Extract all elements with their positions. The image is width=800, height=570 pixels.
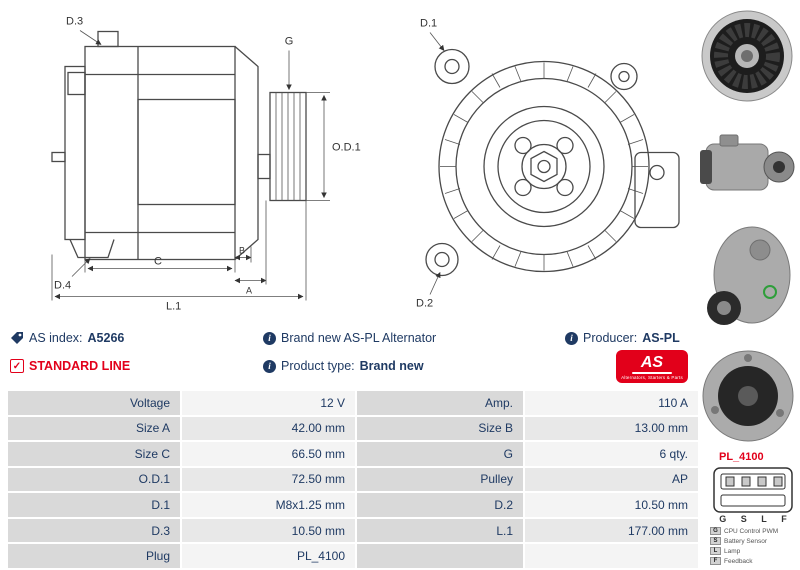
- product-description: i Brand new AS-PL Alternator: [263, 331, 436, 345]
- spec-value: 72.50 mm: [182, 467, 355, 492]
- product-description-text: Brand new AS-PL Alternator: [281, 331, 437, 345]
- legend-row: S Battery Sensor: [710, 537, 798, 545]
- spec-value: 10.50 mm: [182, 518, 355, 543]
- info-icon: i: [565, 331, 578, 345]
- legend-pin: F: [710, 557, 721, 565]
- dim-label-g: G: [285, 36, 294, 48]
- dim-label-d2: D.2: [416, 298, 433, 310]
- spec-label: L.1: [357, 518, 523, 543]
- spec-label: [357, 544, 523, 568]
- spec-value: PL_4100: [182, 544, 355, 568]
- tag-icon: [11, 332, 23, 344]
- product-type-label: Product type:: [281, 359, 355, 373]
- side-view-drawing: D.3 D.4 G O.D.1 C B A L.1: [51, 16, 361, 313]
- dim-label-d3: D.3: [66, 16, 83, 28]
- product-photo-front: [700, 8, 795, 105]
- info-icon: i: [263, 331, 276, 345]
- info-icon: i: [263, 359, 276, 373]
- spec-label: Voltage: [8, 391, 180, 415]
- spec-label: D.2: [357, 493, 523, 517]
- spec-value: 110 A: [525, 391, 698, 415]
- spec-value: 42.00 mm: [182, 416, 355, 441]
- product-photo-rear: [700, 345, 795, 447]
- legend-row: L Lamp: [710, 547, 798, 555]
- as-pl-logo-text: AS: [640, 353, 664, 371]
- dim-label-l1: L.1: [166, 301, 181, 313]
- pin-letter: S: [740, 514, 747, 524]
- front-view-drawing: D.1 D.2: [416, 18, 680, 310]
- connector-legend: G CPU Control PWM S Battery Sensor L Lam…: [710, 527, 798, 565]
- spec-value: AP: [525, 467, 698, 492]
- spec-value: 177.00 mm: [525, 518, 698, 543]
- spec-label: Size B: [357, 416, 523, 441]
- legend-pin: G: [710, 527, 721, 535]
- as-index: AS index: A5266: [10, 331, 124, 345]
- as-pl-logo-swoosh: [632, 371, 672, 374]
- connector-pin-letters: G S L F: [712, 514, 794, 524]
- spec-label: O.D.1: [8, 467, 180, 492]
- spec-label: Amp.: [357, 391, 523, 415]
- spec-value: 6 qty.: [525, 442, 698, 466]
- legend-desc: Battery Sensor: [724, 537, 767, 545]
- spec-value: [525, 544, 698, 568]
- legend-desc: Feedback: [724, 557, 753, 565]
- dim-label-a: A: [246, 286, 252, 296]
- product-type: i Product type: Brand new: [263, 359, 424, 373]
- product-type-value: Brand new: [359, 359, 424, 373]
- spec-label: Size A: [8, 416, 180, 441]
- spec-label: Pulley: [357, 467, 523, 492]
- checkbox-icon: ✓: [10, 359, 24, 373]
- as-index-value: A5266: [87, 331, 125, 345]
- spec-value: M8x1.25 mm: [182, 493, 355, 517]
- connector-drawing: [713, 467, 793, 513]
- spec-label: Plug: [8, 544, 180, 568]
- spec-label: D.1: [8, 493, 180, 517]
- spec-value: 10.50 mm: [525, 493, 698, 517]
- producer-value: AS-PL: [642, 331, 680, 345]
- dim-label-d1: D.1: [420, 18, 437, 30]
- legend-row: G CPU Control PWM: [710, 527, 798, 535]
- as-pl-logo: AS Alternators, Starters & Parts: [616, 350, 688, 383]
- legend-row: F Feedback: [710, 557, 798, 565]
- legend-pin: S: [710, 537, 721, 545]
- as-index-label: AS index:: [29, 331, 83, 345]
- standard-line-label: STANDARD LINE: [29, 359, 131, 373]
- spec-label: Size C: [8, 442, 180, 466]
- dim-label-od1: O.D.1: [332, 142, 361, 154]
- product-photo-side: [700, 124, 795, 206]
- spec-label: D.3: [8, 518, 180, 543]
- product-photo-angle: [700, 220, 795, 333]
- legend-pin: L: [710, 547, 721, 555]
- spec-value: 66.50 mm: [182, 442, 355, 466]
- spec-value: 12 V: [182, 391, 355, 415]
- legend-desc: Lamp: [724, 547, 741, 555]
- pin-letter: G: [719, 514, 727, 524]
- producer-label: Producer:: [583, 331, 638, 345]
- pin-letter: F: [781, 514, 787, 524]
- connector-name: PL_4100: [719, 451, 764, 463]
- pin-letter: L: [761, 514, 767, 524]
- spec-label: G: [357, 442, 523, 466]
- dim-label-b: B: [239, 246, 245, 256]
- dim-label-c: C: [154, 256, 162, 268]
- spec-table: Voltage 12 V Amp. 110 A Size A 42.00 mm …: [8, 391, 698, 568]
- as-pl-logo-tagline: Alternators, Starters & Parts: [621, 374, 683, 380]
- producer: i Producer: AS-PL: [565, 331, 680, 345]
- legend-desc: CPU Control PWM: [724, 527, 779, 535]
- standard-line: ✓ STANDARD LINE: [10, 359, 130, 373]
- dim-label-d4: D.4: [54, 280, 71, 292]
- spec-value: 13.00 mm: [525, 416, 698, 441]
